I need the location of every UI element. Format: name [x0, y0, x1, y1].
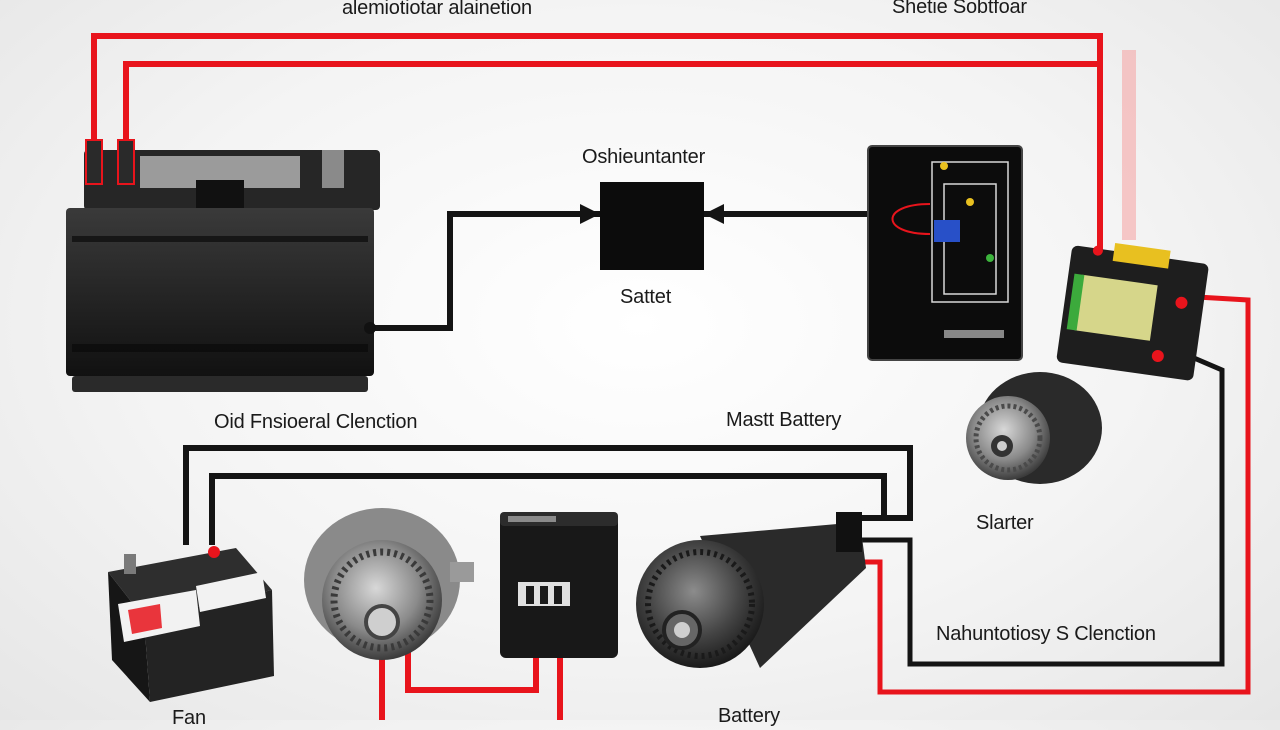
label-starter: Slarter: [976, 512, 1034, 534]
red-wire-right-loop: [850, 293, 1251, 695]
terminal-positive: [117, 139, 135, 185]
alternator: [304, 508, 474, 660]
center-black-wires: [360, 211, 872, 331]
right-red-wires: [850, 293, 1251, 695]
control-panel: [867, 145, 1023, 361]
label-mid-left: Oid Fnsioeral Clenction: [214, 411, 418, 433]
red-wire-outer: [91, 33, 1103, 250]
black-wire-outer: [183, 445, 913, 545]
red-wire-inner: [123, 61, 1100, 140]
relay: [500, 512, 618, 658]
terminal-negative: [85, 139, 103, 185]
dark-wire-right: [850, 349, 1225, 667]
label-lower-right: Nahuntotiosy S Clenction: [936, 623, 1156, 645]
red-wire-glow: [1122, 50, 1136, 240]
solenoid-block: [600, 182, 704, 270]
label-mid-right: Mastt Battery: [726, 409, 842, 431]
large-motor: [636, 512, 866, 668]
arrow-into-solenoid-left: [580, 204, 600, 224]
black-wire-inner: [209, 473, 887, 545]
right-black-wires: [850, 349, 1225, 667]
small-battery-bottom-left: [108, 546, 274, 702]
label-top-right: Shetie Sobtfoar: [892, 0, 1027, 18]
top-red-wires: [91, 33, 1103, 250]
label-bottom-left: Fan: [172, 707, 206, 729]
label-center-top: Oshieuntanter: [582, 146, 706, 168]
wire-battery-to-solenoid: [360, 211, 600, 331]
main-battery: [66, 139, 380, 392]
lower-black-wires: [183, 445, 913, 545]
label-bottom-center: Battery: [718, 705, 780, 727]
label-top-left: alemiotiotar alainetion: [342, 0, 532, 19]
arrow-into-solenoid-right: [704, 204, 724, 224]
label-center-bottom: Sattet: [620, 286, 672, 308]
starter-motor: [966, 372, 1102, 484]
small-battery-right: [1056, 243, 1209, 381]
